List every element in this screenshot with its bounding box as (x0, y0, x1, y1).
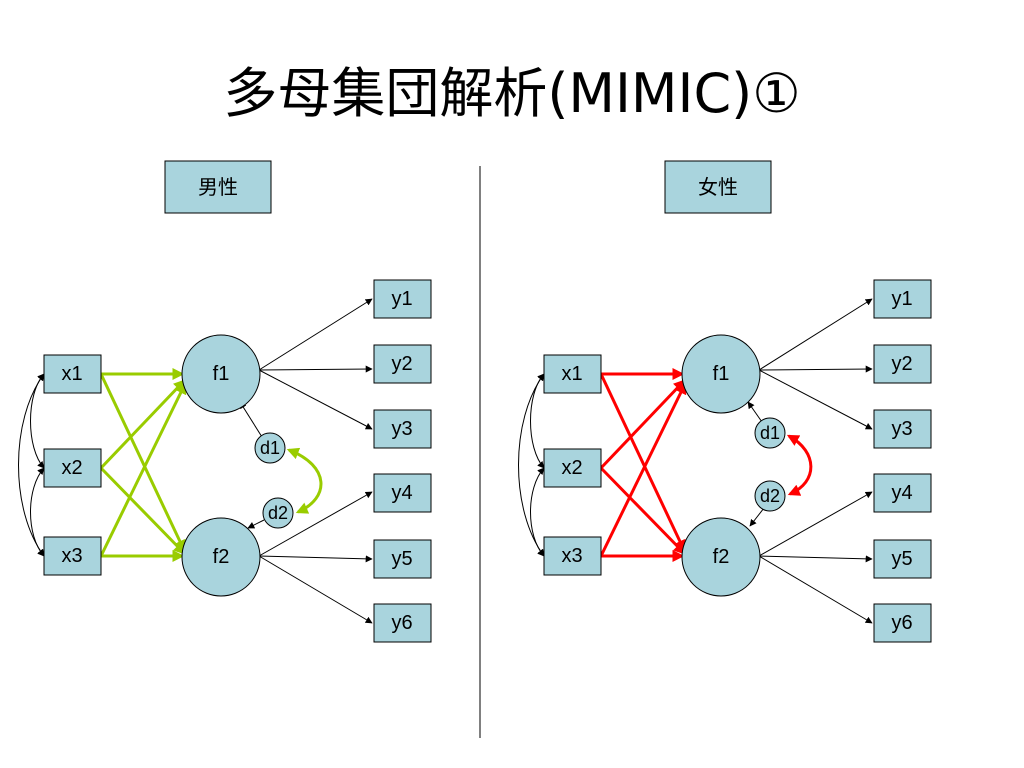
node-x2 (543, 448, 602, 488)
node-x3 (543, 536, 602, 576)
node-y2 (373, 344, 432, 384)
x-correlation-x1-x3 (18, 373, 45, 557)
loading-f2-y5 (258, 555, 373, 563)
loading-f1-y1 (758, 298, 873, 371)
loading-f2-y6 (258, 555, 373, 624)
node-f1-label: f1 (213, 363, 230, 385)
node-f2 (681, 517, 761, 597)
path-d1-f1 (239, 401, 263, 438)
node-f1 (181, 334, 261, 414)
node-d2 (262, 497, 294, 529)
node-y3 (373, 409, 432, 449)
node-x1 (543, 354, 602, 394)
node-y1-label: y1 (391, 288, 412, 310)
node-y6 (873, 603, 932, 643)
path-x1-f2 (599, 373, 686, 553)
node-y3 (873, 409, 932, 449)
node-y2-label: y2 (891, 353, 912, 375)
node-y5 (873, 539, 932, 579)
node-x3 (43, 536, 102, 576)
x-correlation-x1-x2 (30, 373, 45, 469)
slide-title: 多母集団解析(MIMIC)① (223, 62, 801, 125)
node-x2 (43, 448, 102, 488)
path-x2-f2 (99, 466, 186, 555)
loading-f1-y2 (258, 365, 373, 373)
node-y6 (373, 603, 432, 643)
node-y4 (373, 473, 432, 513)
node-y5 (373, 539, 432, 579)
x-correlation-x1-x2 (530, 373, 545, 469)
path-x3-f1 (99, 381, 187, 557)
x-correlation-x1-x3 (518, 373, 545, 557)
node-d1-label: d1 (760, 423, 780, 443)
node-d2 (754, 480, 786, 512)
loading-f2-y5 (758, 555, 873, 563)
node-x2-label: x2 (561, 457, 582, 479)
node-y4-label: y4 (891, 482, 912, 504)
node-x2-label: x2 (61, 457, 82, 479)
loading-f1-y1 (258, 298, 373, 371)
loading-f2-y4 (758, 491, 873, 557)
path-x2-f1 (599, 379, 686, 470)
node-f1-label: f1 (713, 363, 730, 385)
path-x3-f1 (599, 381, 687, 557)
node-d1 (754, 417, 786, 449)
loading-f1-y3 (258, 369, 373, 430)
group-label-box (664, 160, 772, 214)
group-label: 女性 (698, 175, 738, 199)
disturbance-covariance (286, 447, 323, 514)
panel-female: 女性 x1 x2 x3 f1 f2 d1 d2 y1 (518, 160, 932, 643)
x-correlation-x2-x3 (530, 467, 545, 557)
node-x1-label: x1 (61, 363, 82, 385)
node-f2 (181, 517, 261, 597)
disturbance-covariance (786, 434, 813, 496)
loading-f2-y6 (758, 555, 873, 624)
group-label-box (164, 160, 272, 214)
node-y4-label: y4 (391, 482, 412, 504)
path-d2-f2 (247, 519, 265, 529)
panel-male: 男性 x1 x2 x3 f1 f2 (18, 160, 432, 643)
path-x2-f2 (599, 466, 686, 555)
node-d2-label: d2 (760, 486, 780, 506)
node-d1 (254, 432, 286, 464)
node-y5-label: y5 (891, 548, 912, 570)
node-y6-label: y6 (391, 612, 412, 634)
path-x1-f2 (99, 373, 186, 553)
node-f1 (681, 334, 761, 414)
path-d2-f2 (749, 507, 765, 527)
x-correlation-x2-x3 (30, 467, 45, 557)
node-y6-label: y6 (891, 612, 912, 634)
loading-f1-y3 (758, 369, 873, 430)
node-x1 (43, 354, 102, 394)
node-x3-label: x3 (61, 545, 82, 567)
node-y2-label: y2 (391, 353, 412, 375)
node-y2 (873, 344, 932, 384)
node-y3-label: y3 (391, 418, 412, 440)
node-y3-label: y3 (891, 418, 912, 440)
node-y5-label: y5 (391, 548, 412, 570)
node-y1 (873, 279, 932, 319)
node-x1-label: x1 (561, 363, 582, 385)
path-d1-f1 (747, 401, 763, 423)
loading-f1-y2 (758, 365, 873, 373)
group-label: 男性 (198, 175, 238, 199)
node-f2-label: f2 (213, 546, 230, 568)
node-d2-label: d2 (268, 503, 288, 523)
node-d1-label: d1 (260, 438, 280, 458)
path-x2-f1 (99, 379, 186, 470)
node-f2-label: f2 (713, 546, 730, 568)
node-y1-label: y1 (891, 288, 912, 310)
loading-f2-y4 (258, 491, 373, 557)
node-x3-label: x3 (561, 545, 582, 567)
node-y4 (873, 473, 932, 513)
node-y1 (373, 279, 432, 319)
